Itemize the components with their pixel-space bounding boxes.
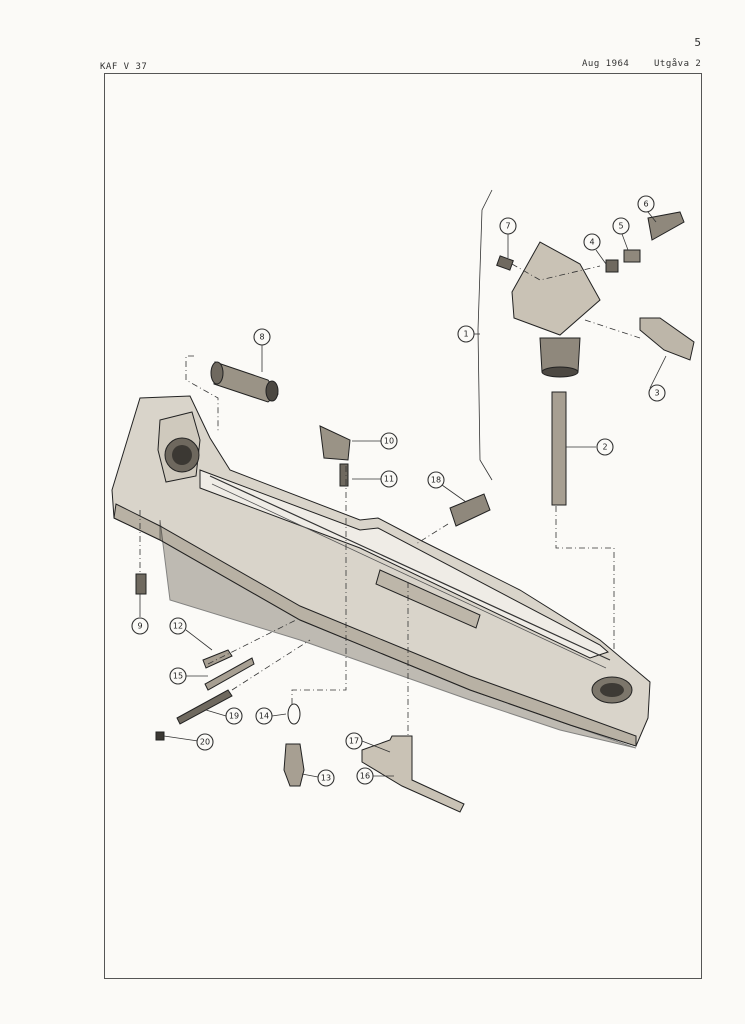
leader-lines xyxy=(139,189,667,778)
svg-text:13: 13 xyxy=(321,774,331,783)
svg-text:5: 5 xyxy=(618,222,623,231)
svg-text:11: 11 xyxy=(384,475,394,484)
callout-11: 11 xyxy=(380,470,398,488)
svg-text:12: 12 xyxy=(173,622,183,631)
svg-text:8: 8 xyxy=(259,333,264,342)
callout-10: 10 xyxy=(380,432,398,450)
svg-text:2: 2 xyxy=(602,443,607,452)
callout-2: 2 xyxy=(596,438,614,456)
svg-text:6: 6 xyxy=(643,200,648,209)
callout-6: 6 xyxy=(637,195,655,213)
callout-9: 9 xyxy=(131,617,149,635)
svg-text:16: 16 xyxy=(360,772,370,781)
document-id: KAF V 37 xyxy=(100,62,148,72)
svg-text:18: 18 xyxy=(431,476,441,485)
svg-text:1: 1 xyxy=(463,330,468,339)
svg-text:20: 20 xyxy=(200,738,210,747)
callout-13: 13 xyxy=(317,769,335,787)
drawing-frame xyxy=(104,73,702,979)
svg-text:7: 7 xyxy=(505,222,510,231)
callout-8: 8 xyxy=(253,328,271,346)
callout-14: 14 xyxy=(255,707,273,725)
callout-1: 1 xyxy=(457,325,475,343)
svg-text:3: 3 xyxy=(654,389,659,398)
callout-19: 19 xyxy=(225,707,243,725)
callout-5: 5 xyxy=(612,217,630,235)
callout-20: 20 xyxy=(196,733,214,751)
svg-text:19: 19 xyxy=(229,712,239,721)
part-8-screw xyxy=(210,361,279,403)
callout-15: 15 xyxy=(169,667,187,685)
svg-text:14: 14 xyxy=(259,712,269,721)
svg-text:15: 15 xyxy=(173,672,183,681)
svg-text:9: 9 xyxy=(137,622,142,631)
callout-16: 16 xyxy=(356,767,374,785)
callout-7: 7 xyxy=(499,217,517,235)
page-number: 5 xyxy=(694,36,701,49)
assembly-1-block xyxy=(496,211,695,506)
callout-17: 17 xyxy=(345,732,363,750)
issue-date: Aug 1964 xyxy=(582,59,630,69)
edition-label: Utgåva 2 xyxy=(654,59,702,69)
svg-text:17: 17 xyxy=(349,737,359,746)
callout-4: 4 xyxy=(583,233,601,251)
callout-12: 12 xyxy=(169,617,187,635)
loose-parts xyxy=(135,425,491,813)
svg-text:4: 4 xyxy=(589,238,594,247)
receiver-body xyxy=(111,395,651,749)
callout-3: 3 xyxy=(648,384,666,402)
svg-text:10: 10 xyxy=(384,437,394,446)
callout-18: 18 xyxy=(427,471,445,489)
